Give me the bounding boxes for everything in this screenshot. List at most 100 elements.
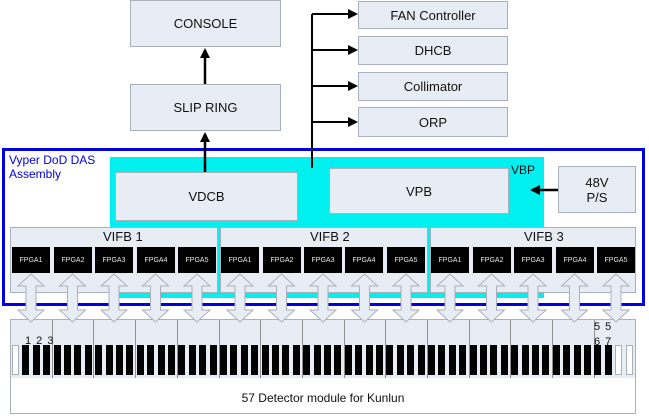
orp-block: ORP [358,107,508,137]
orp-label: ORP [418,114,448,130]
fpga-chip: FPGA3 [304,247,342,273]
detector-module-bar [376,345,383,375]
detector-module-bar [438,345,446,375]
detector-module-bar [64,345,71,375]
detector-module-bar [84,345,92,375]
detector-module-bar [178,345,186,375]
detector-module-bar [136,345,144,375]
detector-column-divider [468,320,470,378]
power-supply-block: 48V P/S [558,166,636,213]
fpga-chip: FPGA1 [12,247,50,273]
detector-module-bar [521,345,529,375]
detector-module-bar [199,345,207,375]
detector-module-bar [292,345,300,375]
vifb-2-label: VIFB 2 [310,229,350,244]
detector-column-divider [385,320,387,378]
bidirectional-data-arrow [601,273,631,323]
detector-module-bar [157,345,165,375]
bidirectional-data-arrow [518,273,548,323]
detector-module-bar [355,345,363,375]
detector-module-bar [43,345,51,375]
detector-module-bar [573,345,581,375]
detector-module-bar [261,345,269,375]
das-assembly-label: Vyper DoD DAS Assembly [9,153,95,181]
detector-module-bar [324,345,331,375]
detector-module-bar [188,345,196,375]
console-label: CONSOLE [173,16,238,31]
detector-module-bar [542,345,550,375]
detector-column-divider [260,320,262,378]
slip-ring-label: SLIP RING [173,100,238,115]
detector-module-bar [584,345,591,375]
bidirectional-data-arrow [225,273,255,323]
detector-last-numbers-top: 5 5 [594,321,613,333]
das-assembly-label-line2: Assembly [9,167,62,181]
console-block: CONSOLE [130,0,281,47]
detector-module-bar [396,345,404,375]
detector-module-bar [594,345,602,375]
detector-module-bar [74,345,82,375]
fpga-chip: FPGA4 [137,247,175,273]
vifb-1-label: VIFB 1 [103,229,143,244]
detector-module-bar [604,345,612,375]
detector-empty-slot [625,345,633,375]
detector-caption: 57 Detector module for Kunlun [241,391,405,405]
bidirectional-data-arrow [560,273,589,323]
detector-module-bar [407,345,415,375]
bidirectional-data-arrow [435,273,465,323]
detector-first-numbers: 1 2 3 [25,335,55,347]
bidirectional-data-arrow [391,273,421,323]
detector-module-bar [532,345,539,375]
bidirectional-data-arrow [267,273,296,323]
fpga-chip: FPGA4 [345,247,383,273]
detector-module-bar [448,345,456,375]
detector-module-bar [105,345,113,375]
fpga-chip: FPGA2 [473,247,511,273]
fpga-chip: FPGA4 [556,247,594,273]
bidirectional-data-arrow [350,273,379,323]
detector-column-divider [301,320,303,378]
detector-module-bar [480,345,487,375]
power-supply-label-line2: P/S [586,189,608,205]
das-assembly-label-line1: Vyper DoD DAS [9,153,96,167]
fpga-chip: FPGA3 [514,247,552,273]
detector-column-divider [51,320,53,378]
vpb-block: VPB [329,168,509,214]
detector-module-bar [500,345,508,375]
fpga-chip: FPGA1 [221,247,259,273]
collimator-block: Collimator [358,72,508,101]
fpga-chip: FPGA1 [431,247,469,273]
bidirectional-data-arrow [182,273,212,323]
detector-module-bar [126,345,134,375]
detector-header-strip [11,320,635,378]
slip-ring-block: SLIP RING [130,84,281,131]
vifb-3-label: VIFB 3 [524,229,564,244]
detector-column-divider [135,320,137,378]
detector-module-bar [147,345,155,375]
bidirectional-data-arrow [141,273,170,323]
fpga-chip: FPGA5 [597,247,635,273]
fpga-chip: FPGA2 [263,247,301,273]
detector-module-bar [469,345,477,375]
detector-module-bar [230,345,238,375]
detector-module-bar [417,345,425,375]
detector-column-divider [510,320,512,378]
detector-empty-slot [615,345,623,375]
detector-module-bar [251,345,259,375]
detector-column-divider [218,320,220,378]
vdcb-block: VDCB [115,172,298,221]
detector-module-bar [168,345,175,375]
fpga-chip: FPGA5 [178,247,216,273]
detector-last-numbers-bottom: 6 7 [594,336,613,348]
fan-controller-label: FAN Controller [390,7,476,23]
detector-module-bar [272,345,279,375]
bidirectional-data-arrow [308,273,338,323]
detector-module-bar [53,345,61,375]
detector-module-bar [365,345,373,375]
detector-module-bar [511,345,519,375]
detector-module-bar [563,345,571,375]
fpga-chip: FPGA5 [387,247,425,273]
detector-column-divider [593,320,595,378]
detector-module-bar [334,345,342,375]
detector-module-bar [32,345,40,375]
